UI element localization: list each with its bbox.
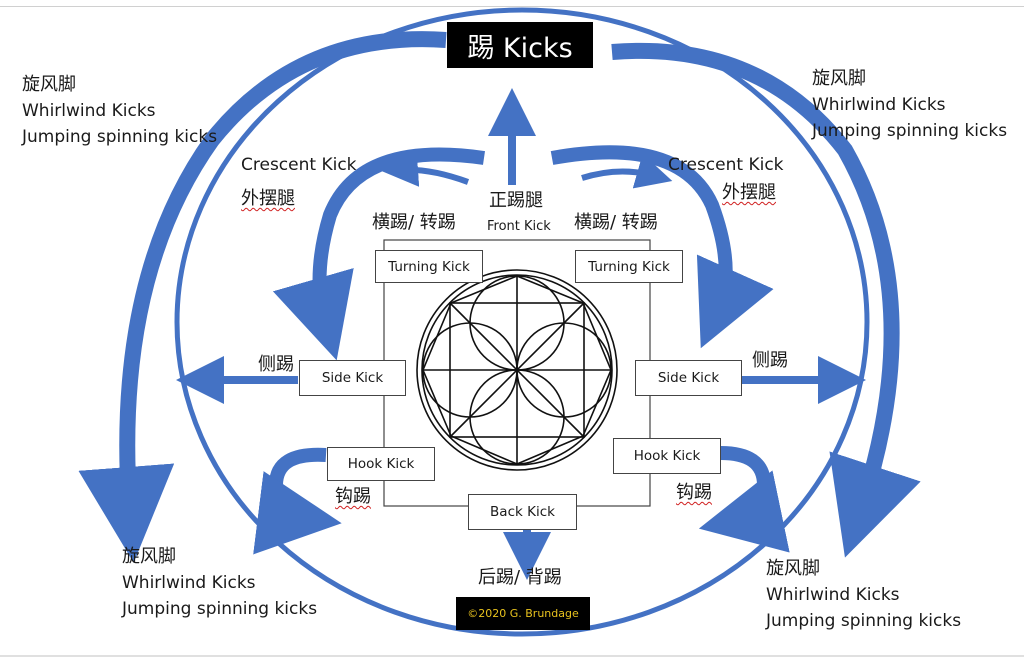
whirlwind-en: Whirlwind Kicks (766, 585, 900, 605)
whirlwind-label-top-left: 旋风脚 Whirlwind Kicks Jumping spinning kic… (22, 72, 217, 150)
whirlwind-label-top-right: 旋风脚 Whirlwind Kicks Jumping spinning kic… (812, 66, 1007, 144)
whirlwind-desc: Jumping spinning kicks (812, 121, 1008, 141)
whirlwind-desc: Jumping spinning kicks (22, 127, 218, 147)
turning-kick-zh-right: 横踢/ 转踢 (574, 212, 658, 233)
crescent-arrow-left-top (382, 150, 470, 187)
whirlwind-arrow-left (78, 31, 447, 563)
center-emblem (416, 269, 618, 471)
side-kick-zh-right: 侧踢 (752, 350, 788, 371)
side-kick-zh-left: 侧踢 (258, 354, 294, 375)
turning-kick-box-right: Turning Kick (575, 250, 683, 283)
back-kick-zh: 后踢/ 背踢 (478, 567, 562, 588)
whirlwind-en: Whirlwind Kicks (122, 573, 256, 593)
hook-kick-zh-right: 钩踢 (676, 482, 712, 503)
diagram-title: 踢 Kicks (447, 22, 593, 68)
hook-kick-box-left: Hook Kick (327, 447, 435, 481)
top-divider (0, 6, 1024, 7)
turning-kick-box-left: Turning Kick (375, 250, 483, 283)
crescent-arrow-right-top (581, 153, 673, 189)
crescent-en-left: Crescent Kick (241, 155, 357, 175)
whirlwind-desc: Jumping spinning kicks (122, 599, 318, 619)
crescent-arrow-right-sweep (550, 145, 774, 349)
whirlwind-zh: 旋风脚 (122, 546, 176, 567)
crescent-zh-left: 外摆腿 (241, 188, 295, 209)
whirlwind-en: Whirlwind Kicks (812, 95, 946, 115)
back-kick-box: Back Kick (468, 494, 577, 530)
turning-kick-zh-left: 横踢/ 转踢 (372, 212, 456, 233)
outer-ellipse (174, 7, 870, 637)
front-kick-zh: 正踢腿 (489, 190, 543, 211)
hook-kick-arrow-left (253, 447, 342, 555)
whirlwind-desc: Jumping spinning kicks (766, 611, 962, 631)
whirlwind-zh: 旋风脚 (766, 558, 820, 579)
copyright-badge: ©2020 G. Brundage (456, 597, 590, 630)
whirlwind-arrow-right (611, 42, 921, 558)
side-kick-box-right: Side Kick (635, 360, 742, 396)
whirlwind-label-bottom-left: 旋风脚 Whirlwind Kicks Jumping spinning kic… (122, 544, 317, 622)
hook-kick-zh-left: 钩踢 (335, 486, 371, 507)
whirlwind-zh: 旋风脚 (22, 74, 76, 95)
hook-kick-arrow-right (698, 445, 790, 553)
whirlwind-zh: 旋风脚 (812, 68, 866, 89)
hook-kick-box-right: Hook Kick (613, 438, 721, 474)
side-kick-box-left: Side Kick (299, 360, 406, 396)
crescent-arrow-left-sweep (273, 147, 486, 361)
bottom-divider (0, 655, 1024, 657)
whirlwind-en: Whirlwind Kicks (22, 101, 156, 121)
front-kick-en: Front Kick (487, 219, 551, 234)
crescent-zh-right: 外摆腿 (722, 182, 776, 203)
whirlwind-label-bottom-right: 旋风脚 Whirlwind Kicks Jumping spinning kic… (766, 556, 961, 634)
crescent-en-right: Crescent Kick (668, 155, 784, 175)
